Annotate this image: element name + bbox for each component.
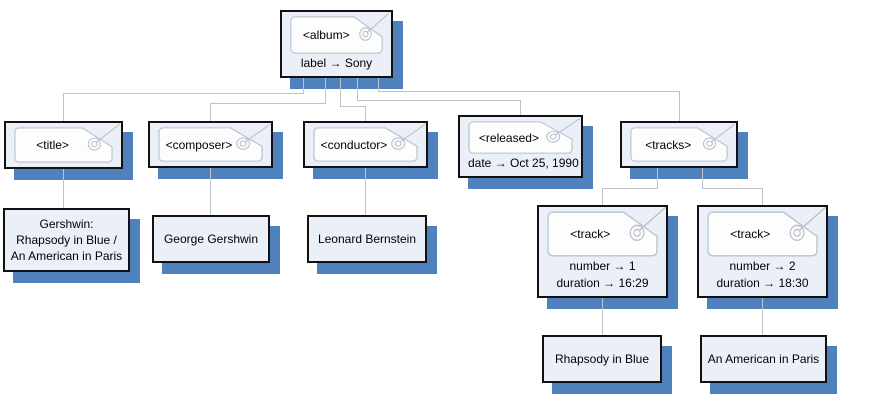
text-node-track-2-name: An American in Paris: [700, 335, 837, 394]
node-conductor: <conductor>: [303, 121, 438, 179]
tag-icon: [14, 123, 121, 163]
node-track-2: <track> number → 2 duration → 18:30: [697, 205, 838, 309]
attribute-label: number → 2: [729, 259, 796, 273]
element-name: <released>: [478, 130, 539, 145]
text-line: Gershwin:: [39, 217, 94, 231]
node-album: <album> label → Sony: [280, 10, 403, 89]
tag-icon: [313, 123, 426, 162]
element-name: <track>: [730, 227, 771, 241]
text-node-album-title: Gershwin: Rhapsody in Blue / An American…: [3, 208, 140, 283]
attribute-label: duration → 16:29: [556, 276, 649, 290]
text-line: An American in Paris: [10, 249, 123, 263]
connector-album-title: [63, 78, 304, 121]
node-title: <title>: [4, 121, 133, 180]
text-line: George Gershwin: [163, 232, 259, 246]
tag-icon: [158, 123, 271, 162]
element-name: <title>: [36, 138, 69, 152]
text-line: Leonard Bernstein: [317, 232, 417, 246]
element-name: <conductor>: [320, 137, 388, 152]
tag-icon: [290, 12, 390, 54]
element-name: <tracks>: [645, 137, 692, 152]
attribute-label: label → Sony: [300, 56, 373, 70]
tag-icon: [468, 118, 581, 154]
element-name: <album>: [302, 28, 350, 42]
text-line: Rhapsody in Blue /: [16, 233, 117, 247]
node-track-1: <track> number → 1 duration → 16:29: [537, 205, 678, 309]
text-node-composer-name: George Gershwin: [152, 215, 280, 274]
attribute-label: number → 1: [569, 259, 636, 273]
text-line: Rhapsody in Blue: [554, 352, 650, 366]
attribute-label: duration → 18:30: [716, 276, 809, 290]
element-name: <composer>: [165, 137, 233, 152]
text-line: An American in Paris: [707, 352, 820, 366]
tag-icon: [707, 206, 826, 257]
node-composer: <composer>: [148, 121, 283, 179]
element-name: <track>: [570, 227, 611, 241]
tag-icon: [630, 123, 736, 162]
node-tracks: <tracks>: [620, 121, 748, 179]
node-released: <released> date → Oct 25, 1990: [458, 115, 593, 189]
attribute-label: date → Oct 25, 1990: [468, 156, 579, 170]
text-node-conductor-name: Leonard Bernstein: [307, 215, 437, 274]
tag-icon: [547, 206, 666, 257]
text-node-track-1-name: Rhapsody in Blue: [542, 335, 672, 394]
